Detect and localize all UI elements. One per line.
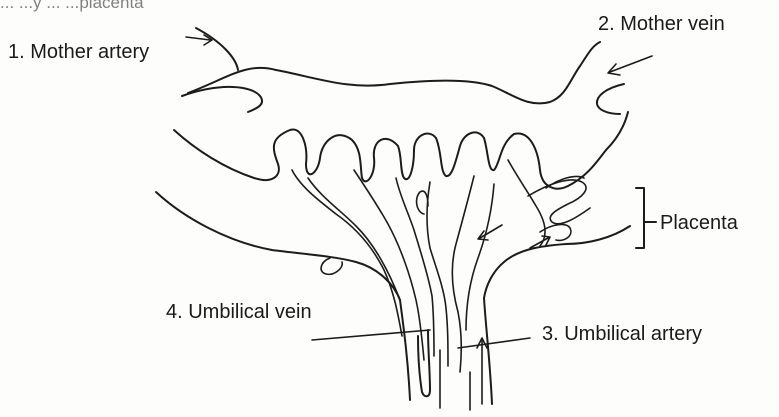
placenta-outer-wall-left [156,192,400,300]
arrow-mother-artery [186,35,212,45]
placental-villi-outline [174,112,628,189]
pointer-umbilical-vein [312,330,430,340]
placenta-outer-wall-right [484,226,630,298]
maternal-sinus-upper-wall [188,42,600,103]
placenta-bracket [636,188,656,248]
umbilical-vein-vessel [418,330,430,396]
villus-branch-center-right [452,176,474,372]
villus-coil-right [528,180,590,224]
arrow-umbilical-up [477,338,487,404]
villus-loop-left [321,258,342,274]
pointer-umbilical-artery [458,338,530,348]
villus-branch-left-inner [308,178,400,300]
header-text: ... ...y ... ...placenta [0,0,144,12]
maternal-vein-lip [597,84,624,114]
villus-branch-center [427,182,448,366]
label-mother-artery: 1. Mother artery [8,41,149,63]
villus-small-loop [417,191,428,214]
label-umbilical-vein: 4. Umbilical vein [166,301,312,323]
villus-branch-right-inner [466,184,494,330]
label-umbilical-artery: 3. Umbilical artery [542,323,702,345]
label-placenta: Placenta [660,212,739,234]
umbilical-cord-right-edge [484,298,492,404]
arrow-villus-down-left [478,225,502,240]
arrow-mother-vein [608,56,652,75]
maternal-artery-upper-lip [196,28,238,70]
label-mother-vein: 2. Mother vein [598,13,725,35]
umbilical-cord-left-edge [400,300,410,400]
villus-branch-right [508,160,545,246]
